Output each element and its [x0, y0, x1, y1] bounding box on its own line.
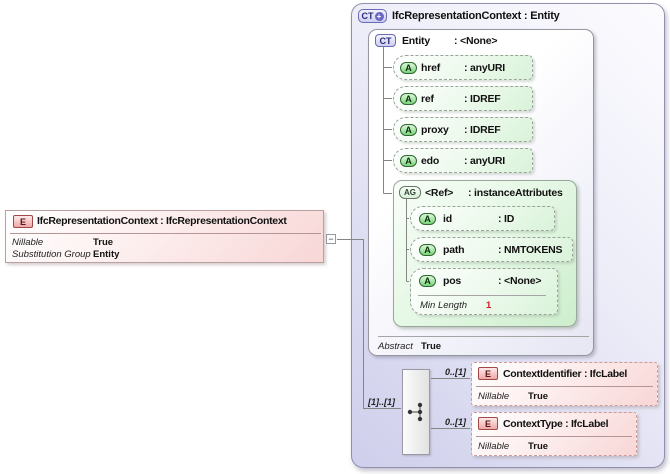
- attribute-tag-path[interactable]: A path : NMTOKENS: [410, 237, 573, 262]
- element-title: IfcRepresentationContext : IfcRepresenta…: [37, 215, 287, 227]
- nillable-value: True: [528, 441, 549, 452]
- divider: [10, 233, 321, 234]
- complex-type-title: IfcRepresentationContext : Entity: [392, 10, 560, 22]
- nillable-value: True: [93, 237, 114, 248]
- abstract-value: True: [421, 341, 442, 352]
- divider: [476, 436, 632, 437]
- attribute-name: proxy: [421, 124, 449, 136]
- complex-type-icon[interactable]: CT +: [358, 9, 387, 23]
- nillable-value: True: [528, 391, 549, 402]
- sequence-icon: [407, 402, 423, 422]
- attribute-tag-href[interactable]: A href : anyURI: [393, 55, 533, 80]
- facet-label: Min Length: [420, 300, 468, 311]
- attribute-tag-edo[interactable]: A edo : anyURI: [393, 148, 533, 173]
- cardinality-label-contextidentifier: 0..[1]: [445, 367, 467, 377]
- child-element-box-contextidentifier[interactable]: E ContextIdentifier : IfcLabel Nillable …: [471, 362, 658, 406]
- attribute-name: pos: [443, 275, 462, 287]
- attribute-tag-proxy[interactable]: A proxy : IDREF: [393, 117, 533, 142]
- child-element-box-contexttype[interactable]: E ContextType : IfcLabel Nillable True: [471, 412, 637, 456]
- attribute-name: path: [443, 244, 465, 256]
- divider: [476, 386, 653, 387]
- attribute-icon: A: [400, 62, 417, 74]
- attribute-group-icon: AG: [399, 186, 421, 199]
- element-icon: E: [478, 417, 498, 430]
- attribute-icon: A: [419, 213, 436, 225]
- attribute-name: href: [421, 62, 441, 74]
- attribute-type: : IDREF: [464, 124, 501, 136]
- expand-plus-icon[interactable]: +: [374, 11, 384, 21]
- cardinality-label-sequence: [1]..[1]: [368, 397, 395, 407]
- attribute-type: : <None>: [498, 275, 542, 287]
- attribute-name: id: [443, 213, 452, 225]
- attribute-icon: A: [400, 93, 417, 105]
- abstract-label: Abstract: [378, 341, 413, 352]
- attribute-name: edo: [421, 155, 440, 167]
- attribute-type: : anyURI: [464, 155, 505, 167]
- sequence-indicator[interactable]: [402, 369, 430, 455]
- collapse-minus-icon: −: [328, 234, 334, 244]
- attribute-type: : NMTOKENS: [498, 244, 563, 256]
- cardinality-label-contexttype: 0..[1]: [445, 417, 467, 427]
- attribute-icon: A: [400, 155, 417, 167]
- substitution-group-value: Entity: [93, 249, 120, 260]
- nillable-label: Nillable: [12, 237, 44, 248]
- base-type-type: : <None>: [454, 35, 498, 47]
- attribute-icon: A: [419, 244, 436, 256]
- substitution-group-label: Substitution Group: [12, 249, 91, 260]
- attribute-type: : IDREF: [464, 93, 501, 105]
- attribute-group-name: <Ref>: [425, 187, 454, 199]
- attribute-icon: A: [419, 275, 436, 287]
- global-element-box[interactable]: E IfcRepresentationContext : IfcRepresen…: [5, 210, 324, 263]
- element-title: ContextType : IfcLabel: [503, 418, 609, 430]
- base-type-name: Entity: [402, 35, 430, 47]
- complex-type-icon-label: CT: [361, 11, 374, 21]
- attribute-icon: A: [400, 124, 417, 136]
- divider: [378, 336, 589, 337]
- attribute-tag-id[interactable]: A id : ID: [410, 206, 555, 231]
- element-icon: E: [13, 215, 33, 228]
- attribute-tag-ref[interactable]: A ref : IDREF: [393, 86, 533, 111]
- attribute-tag-pos[interactable]: A pos : <None> Min Length 1: [410, 268, 558, 315]
- complex-type-icon: CT: [375, 34, 396, 47]
- attribute-type: : anyURI: [464, 62, 505, 74]
- attribute-type: : ID: [498, 213, 515, 225]
- element-title: ContextIdentifier : IfcLabel: [503, 368, 628, 380]
- divider: [418, 295, 546, 296]
- attribute-name: ref: [421, 93, 434, 105]
- nillable-label: Nillable: [478, 441, 510, 452]
- facet-value: 1: [486, 300, 492, 311]
- attribute-group-type: : instanceAttributes: [468, 187, 563, 199]
- element-icon: E: [478, 367, 498, 380]
- collapse-toggle-icon[interactable]: −: [326, 234, 336, 244]
- nillable-label: Nillable: [478, 391, 510, 402]
